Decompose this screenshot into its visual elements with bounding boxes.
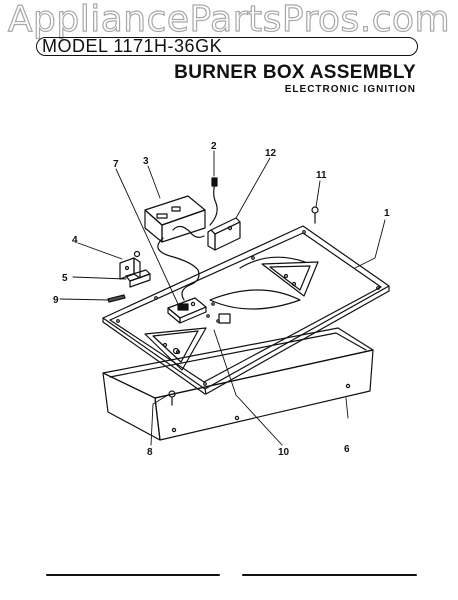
model-label: MODEL 1171H-36GK bbox=[42, 36, 223, 56]
callout-4: 4 bbox=[72, 235, 78, 246]
diagram-subtitle: ELECTRONIC IGNITION bbox=[284, 84, 416, 95]
part-4-clip bbox=[119, 257, 141, 280]
part-2-electrode-lead bbox=[209, 177, 218, 226]
callout-11: 11 bbox=[316, 170, 327, 181]
model-box bbox=[36, 37, 418, 56]
part-6-burner-box-pan bbox=[102, 327, 374, 441]
callout-9: 9 bbox=[53, 295, 59, 306]
leader-lines bbox=[59, 150, 386, 446]
part-9-screw bbox=[107, 294, 126, 303]
callout-12: 12 bbox=[265, 148, 277, 159]
part-8-screw bbox=[133, 250, 180, 406]
part-12-bracket bbox=[207, 217, 241, 251]
callout-1: 1 bbox=[384, 208, 390, 219]
part-7-igniter-module bbox=[167, 297, 207, 324]
callout-6: 6 bbox=[344, 444, 350, 455]
diagram-title: BURNER BOX ASSEMBLY bbox=[174, 62, 416, 83]
callout-5: 5 bbox=[62, 273, 68, 284]
part-1-top-plate bbox=[102, 225, 390, 395]
callout-2: 2 bbox=[211, 141, 217, 152]
part-5-small-bracket bbox=[125, 269, 151, 288]
callout-3: 3 bbox=[143, 156, 149, 167]
watermark: AppliancePartsPros.com bbox=[7, 0, 451, 40]
part-11-screw bbox=[311, 206, 319, 224]
callout-10: 10 bbox=[278, 447, 290, 458]
callout-8: 8 bbox=[147, 447, 153, 458]
part-3-spark-module bbox=[144, 195, 206, 301]
callout-7: 7 bbox=[113, 159, 119, 170]
